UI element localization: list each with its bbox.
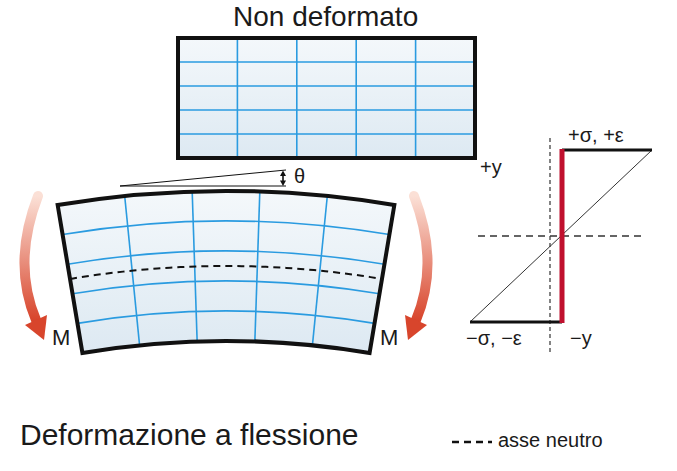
stress-diagram: [470, 138, 652, 352]
view-title: Non deformato: [233, 2, 418, 33]
legend-entry: asse neutro: [498, 429, 603, 451]
bent-block: [58, 191, 395, 353]
angle-symbol: θ: [294, 165, 305, 187]
stress-label: +σ, +ε: [568, 124, 624, 146]
figure-caption: Deformazione a flessione: [20, 418, 359, 451]
moment-arrow: [405, 196, 428, 340]
theta-angle: [120, 170, 286, 186]
moment-arrow: [24, 196, 47, 340]
moment-symbol: M: [52, 326, 70, 350]
stress-label: −σ, −ε: [466, 327, 522, 349]
axis-label: +y: [480, 156, 502, 178]
undeformed-block: [178, 38, 475, 158]
neutral-axis: [70, 266, 382, 279]
axis-label: −y: [570, 327, 592, 349]
moment-symbol: M: [380, 326, 398, 350]
legend-dash-sample: [452, 441, 492, 444]
